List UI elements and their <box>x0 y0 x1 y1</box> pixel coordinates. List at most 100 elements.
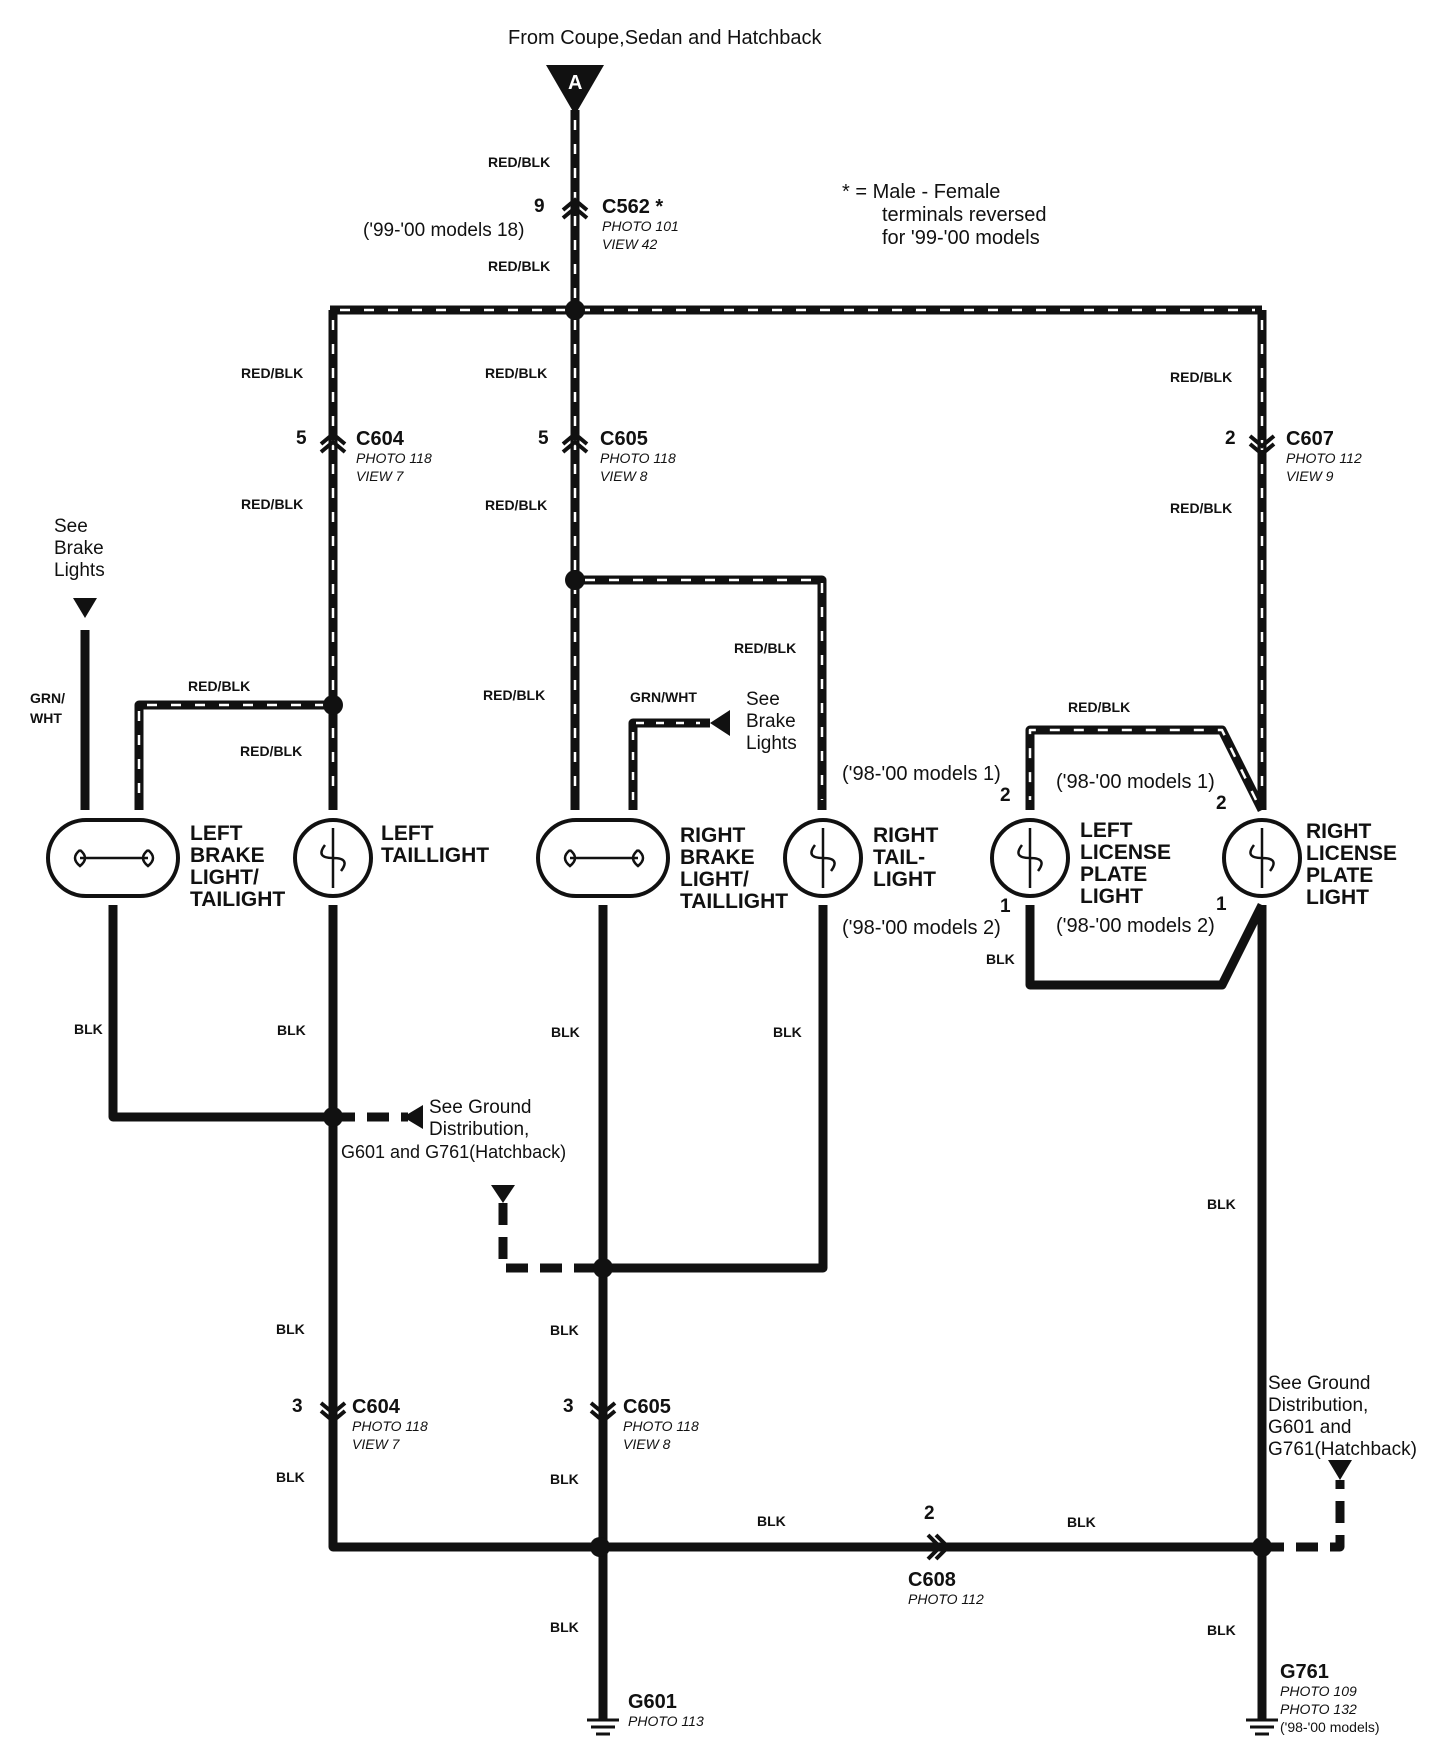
right-license-light-label: RIGHT LICENSE PLATE LIGHT <box>1306 820 1398 909</box>
wire-label: RED/BLK <box>485 365 548 381</box>
wire-label: BLK <box>550 1471 579 1487</box>
source-label: From Coupe,Sedan and Hatchback <box>508 27 822 49</box>
left-license-lamp-icon <box>990 818 1070 898</box>
note-line1: * = Male - Female <box>842 181 1001 203</box>
c605-top-pin: 5 <box>538 428 549 449</box>
right-license-pin-1: 1 <box>1216 894 1227 915</box>
models-98-left-2: ('98-'00 models 2) <box>842 917 1001 939</box>
grn-wht-wire-center <box>628 718 710 810</box>
wire-label: RED/BLK <box>488 258 551 274</box>
right-brake-lamp-icon <box>536 818 670 898</box>
see-brake-lights-left: See Brake Lights <box>54 516 105 581</box>
wire-label-grn-wht: GRN/WHT <box>630 689 697 705</box>
ground-links <box>333 1112 1345 1552</box>
c562-label: C562 * <box>602 196 664 218</box>
c607-view: VIEW 9 <box>1286 468 1334 484</box>
wire-label: RED/BLK <box>188 678 251 694</box>
c605-bot-pin: 3 <box>563 1396 574 1417</box>
c608-label: C608 <box>908 1569 956 1591</box>
see-ground-distribution-right: See Ground Distribution, G601 and G761(H… <box>1268 1373 1417 1460</box>
right-taillight-label: RIGHT TAIL- LIGHT <box>873 824 939 891</box>
c562-view: VIEW 42 <box>602 236 658 252</box>
c605-top-view: VIEW 8 <box>600 468 648 484</box>
lamp-filaments <box>73 828 1275 888</box>
right-license-lamp-icon <box>1222 818 1302 898</box>
c604-bot-view: VIEW 7 <box>352 1436 400 1452</box>
models-98-left-1: ('98-'00 models 1) <box>842 763 1001 785</box>
wire-label: RED/BLK <box>1170 369 1233 385</box>
wire-label: BLK <box>277 1022 306 1038</box>
g601-photo: PHOTO 113 <box>628 1713 704 1729</box>
c605-bot-view: VIEW 8 <box>623 1436 671 1452</box>
connector-symbols <box>319 197 1276 1561</box>
c604-bot-label: C604 <box>352 1396 400 1418</box>
c562-pin: 9 <box>534 196 545 217</box>
see-ground-distribution-mid: See Ground Distribution, <box>429 1097 532 1140</box>
c604-top-view: VIEW 7 <box>356 468 404 484</box>
reference-arrows <box>73 598 1352 1480</box>
wire-label-grn-wht: GRN/ WHT <box>30 690 65 726</box>
c604-top-label: C604 <box>356 428 404 450</box>
note-line2: terminals reversed <box>882 204 1047 226</box>
c608-photo: PHOTO 112 <box>908 1591 984 1607</box>
splice-points <box>323 300 1272 1557</box>
left-license-pin-1: 1 <box>1000 896 1011 917</box>
g761-photo-1: PHOTO 109 <box>1280 1683 1357 1699</box>
wire-label: BLK <box>276 1469 305 1485</box>
wire-label: BLK <box>1207 1196 1236 1212</box>
g761-photo-2: PHOTO 132 <box>1280 1701 1357 1717</box>
lamps <box>46 818 1302 898</box>
wire-label: BLK <box>551 1024 580 1040</box>
wire-label: RED/BLK <box>241 365 304 381</box>
left-license-pin-2: 2 <box>1000 785 1011 806</box>
wire-label: BLK <box>1067 1514 1096 1530</box>
see-ground-distribution-mid-line2: G601 and G761(Hatchback) <box>341 1142 567 1162</box>
right-license-pin-2: 2 <box>1216 793 1227 814</box>
left-taillight-label: LEFT TAILLIGHT <box>381 822 490 867</box>
left-brake-light-label: LEFT BRAKE LIGHT/ TAILIGHT <box>190 822 286 911</box>
connector-a-label: A <box>568 72 583 94</box>
c605-top-photo: PHOTO 118 <box>600 450 676 466</box>
c562-alt-pin: ('99-'00 models 18) <box>363 220 525 241</box>
c604-bot-pin: 3 <box>292 1396 303 1417</box>
wire-label: BLK <box>276 1321 305 1337</box>
wire-label: BLK <box>986 951 1015 967</box>
connector-a-arrow <box>546 65 604 115</box>
wire-label: RED/BLK <box>240 743 303 759</box>
c607-label: C607 <box>1286 428 1334 450</box>
wire-label: BLK <box>1207 1622 1236 1638</box>
wire-label: RED/BLK <box>483 687 546 703</box>
g761-note: ('98-'00 models) <box>1280 1719 1380 1735</box>
see-brake-lights-center: See Brake Lights <box>746 689 797 754</box>
g761-label: G761 <box>1280 1661 1329 1683</box>
c607-photo: PHOTO 112 <box>1286 450 1362 466</box>
models-98-right-2: ('98-'00 models 2) <box>1056 915 1215 937</box>
right-tail-lamp-icon <box>783 818 863 898</box>
c562-photo: PHOTO 101 <box>602 218 679 234</box>
c607-pin: 2 <box>1225 428 1236 449</box>
right-brake-light-label: RIGHT BRAKE LIGHT/ TAILLIGHT <box>680 824 789 913</box>
wire-label: RED/BLK <box>1068 699 1131 715</box>
wire-label: BLK <box>550 1619 579 1635</box>
wire-label: BLK <box>757 1513 786 1529</box>
wire-label: BLK <box>773 1024 802 1040</box>
models-98-right-1: ('98-'00 models 1) <box>1056 771 1215 793</box>
left-license-light-label: LEFT LICENSE PLATE LIGHT <box>1080 819 1172 908</box>
note-line3: for '99-'00 models <box>882 227 1040 249</box>
wire-label: BLK <box>550 1322 579 1338</box>
red-blk-stripes <box>137 120 1264 801</box>
wire-label: BLK <box>74 1021 103 1037</box>
c605-bot-label: C605 <box>623 1396 671 1418</box>
c608-pin: 2 <box>924 1503 935 1524</box>
wire-label: RED/BLK <box>241 496 304 512</box>
c604-bot-photo: PHOTO 118 <box>352 1418 428 1434</box>
wire-label: RED/BLK <box>1170 500 1233 516</box>
wire-label: RED/BLK <box>485 497 548 513</box>
c605-bot-photo: PHOTO 118 <box>623 1418 699 1434</box>
left-brake-lamp-icon <box>46 818 180 898</box>
left-tail-lamp-icon <box>293 818 373 898</box>
c605-top-label: C605 <box>600 428 648 450</box>
c604-top-pin: 5 <box>296 428 307 449</box>
wire-label: RED/BLK <box>488 154 551 170</box>
